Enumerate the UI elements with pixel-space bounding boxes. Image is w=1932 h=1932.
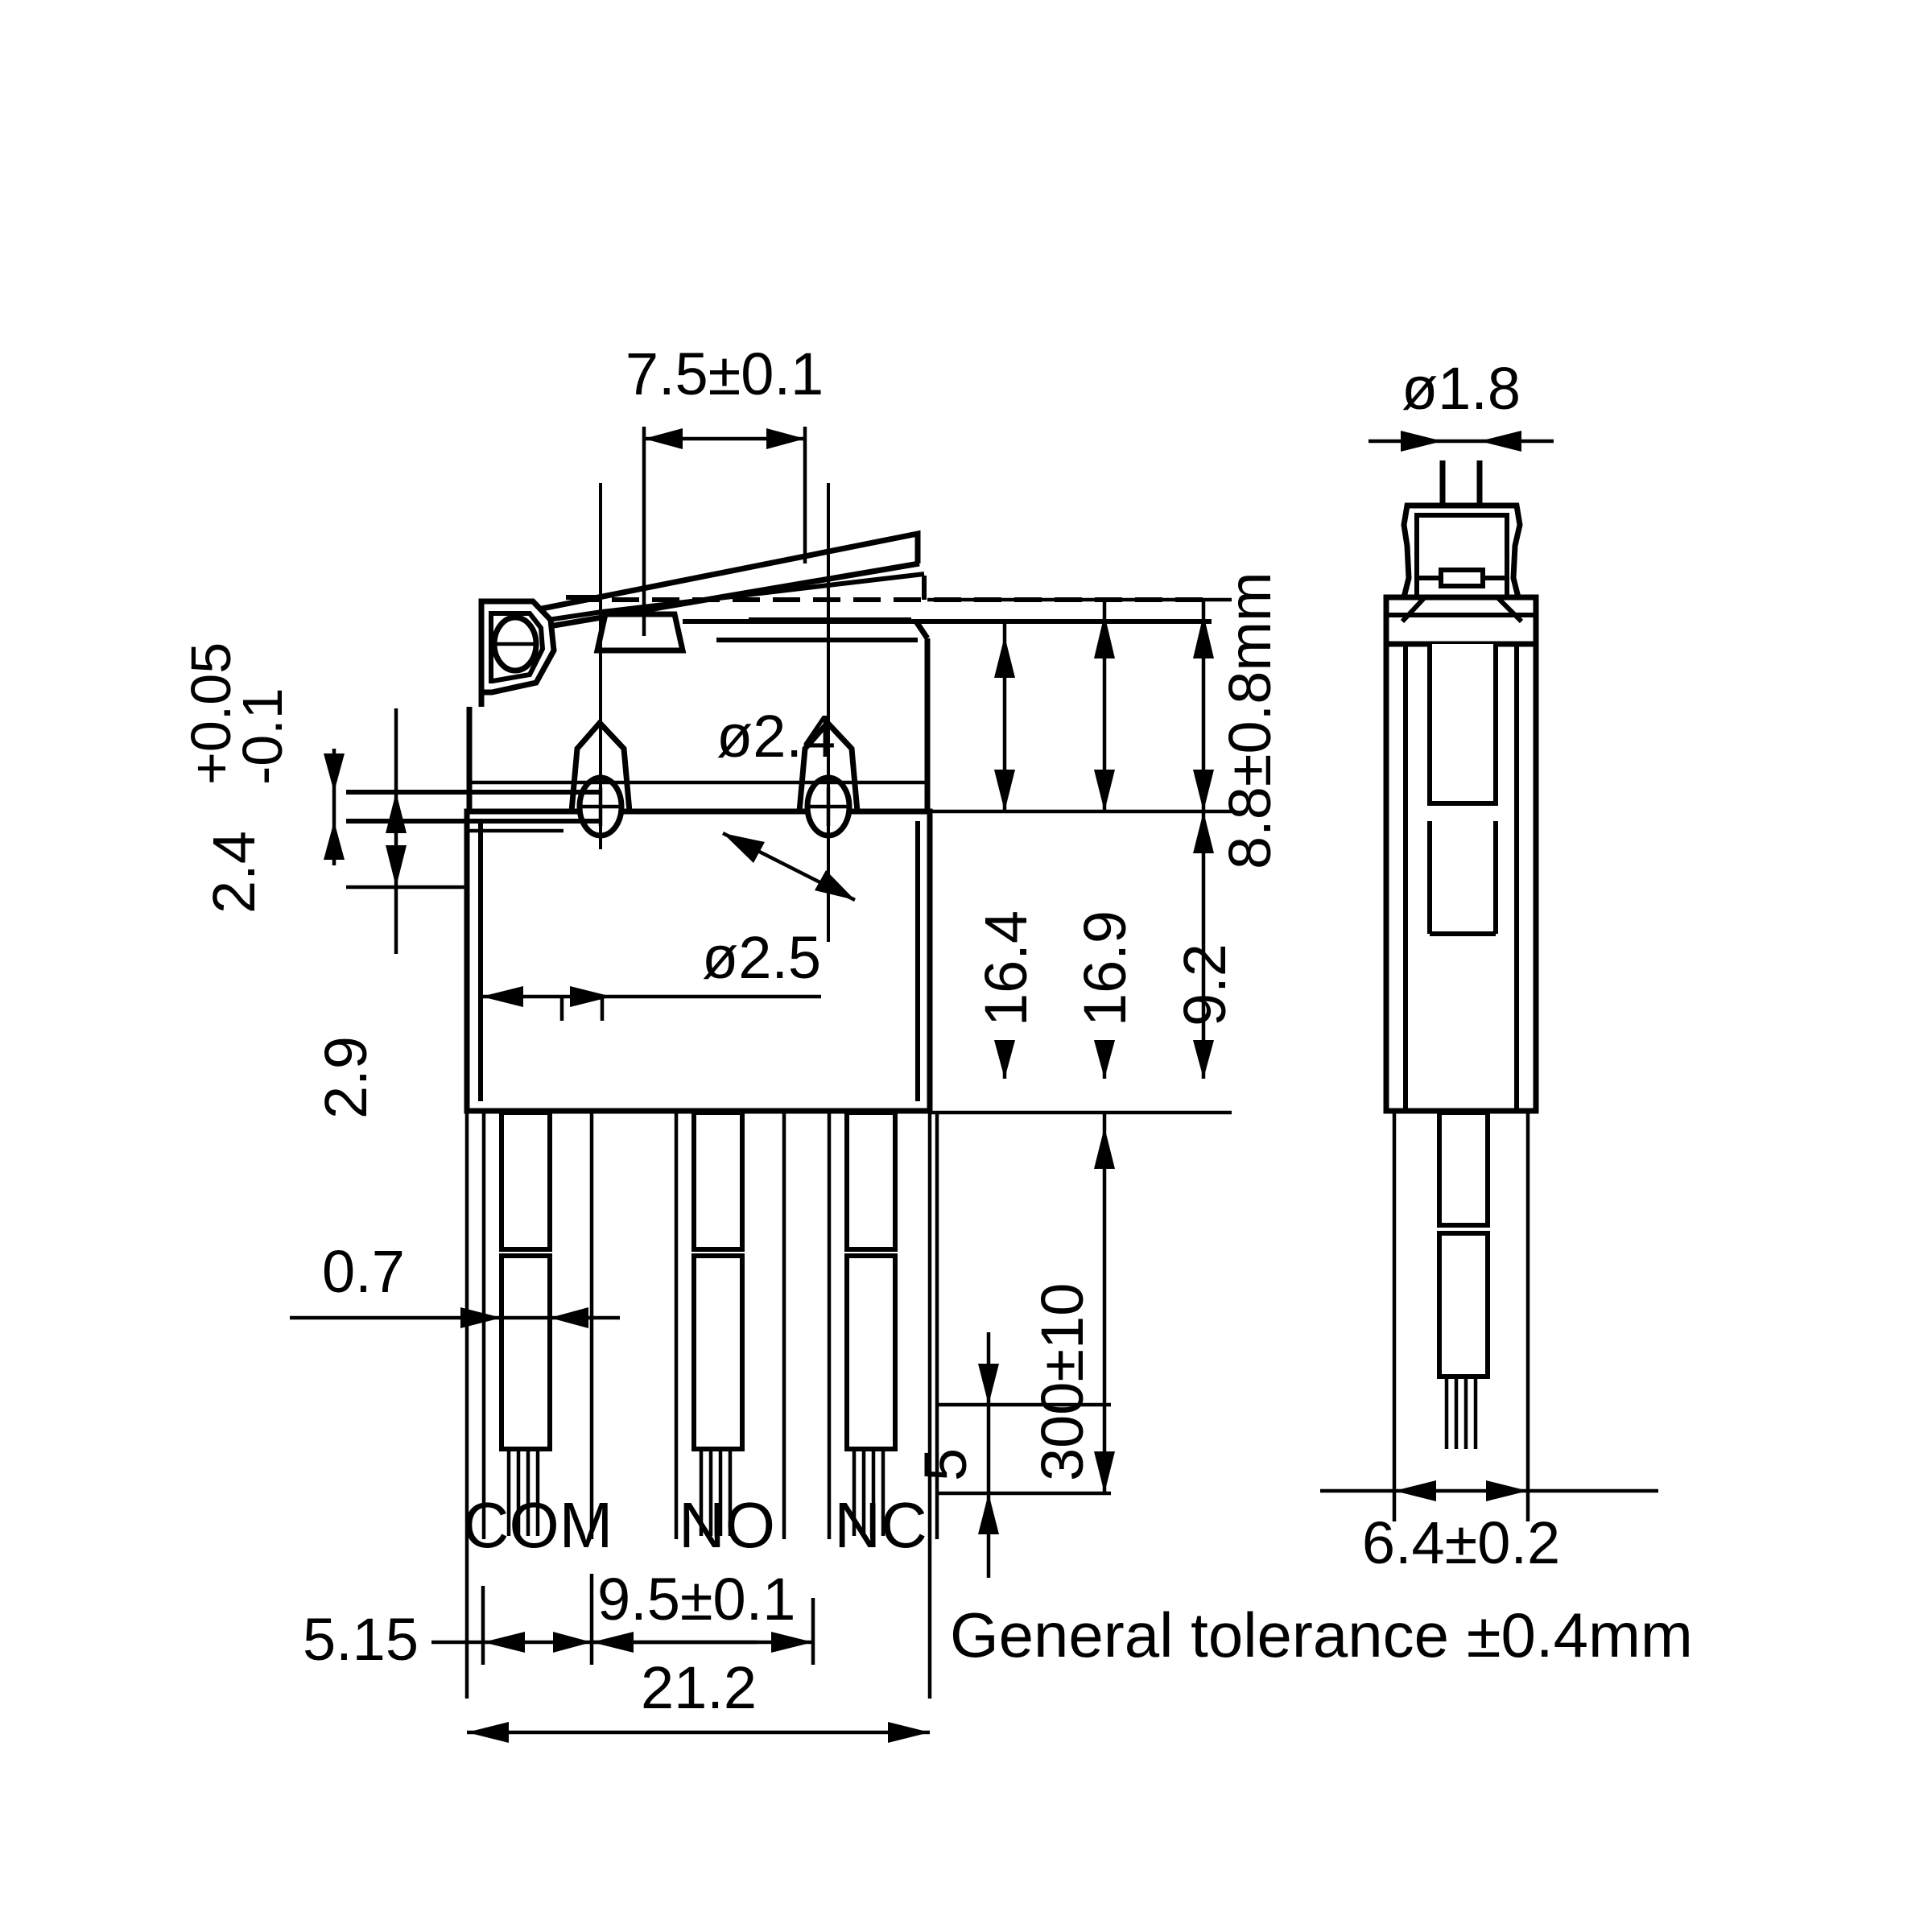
side-body (1383, 641, 1539, 1114)
dim-strip-length: 5 (912, 1332, 999, 1578)
dim-label-slot-height: 2.4 (200, 831, 267, 914)
dim-label-plunger-dia: ø1.8 (1402, 355, 1521, 422)
dim-label-wire-length: 300±10 (1029, 1283, 1096, 1481)
dim-label-slot-tol-lower: -0.1 (231, 687, 294, 785)
actuator-button (593, 611, 687, 654)
dim-label-16-4: 16.4 (972, 910, 1039, 1026)
dim-hole-dia-2-4: ø2.4 (716, 703, 857, 902)
dim-plunger-dia: ø1.8 (1368, 355, 1554, 452)
dim-height-16-4: 16.4 (972, 621, 1039, 1079)
front-view (346, 483, 1212, 1699)
dim-stack-right: 16.4 16.9 9.2 8.8±0.8mm 300±10 (912, 572, 1283, 1578)
dim-offset-2-9: 2.9 (312, 708, 467, 1119)
dim-hole-dia-2-5: ø2.5 (481, 924, 821, 1021)
front-extension-lines (464, 1111, 932, 1699)
dim-label-offset-2-9: 2.9 (312, 1036, 379, 1119)
dim-label-pitch: 9.5±0.1 (597, 1566, 795, 1633)
side-plunger-housing (1383, 502, 1539, 647)
dim-label-strip-length: 5 (912, 1448, 979, 1481)
dim-label-16-9: 16.9 (1071, 910, 1138, 1026)
pivot-bracket (478, 598, 557, 707)
dim-terminal-width: 0.7 (290, 1238, 620, 1328)
general-tolerance-note: General tolerance ±0.4mm (950, 1600, 1693, 1670)
terminal-label-no: NO (679, 1489, 775, 1561)
dim-height-9-2: 9.2 (1171, 600, 1238, 1079)
switch-housing-body (464, 620, 933, 1114)
dim-wire-length: 300±10 (1029, 1113, 1115, 1493)
terminal-nc (827, 1110, 939, 1539)
dim-bottom-group: 5.15 9.5±0.1 21.2 (303, 1566, 930, 1743)
dim-slot-height: 2.4 +0.05 -0.1 (180, 642, 345, 914)
side-wire (1392, 1110, 1530, 1521)
terminal-label-nc: NC (834, 1489, 927, 1561)
terminal-no (674, 1110, 786, 1539)
terminal-com (481, 1110, 594, 1539)
slot-reference-lines (346, 780, 930, 833)
dim-height-16-9: 16.9 (1071, 600, 1138, 1079)
dim-label-operating-height: 8.8±0.8mm (1216, 572, 1283, 869)
dim-label-9-2: 9.2 (1171, 943, 1238, 1026)
dim-label-slot-tol-upper: +0.05 (180, 642, 242, 785)
dim-label-lever-width: 7.5±0.1 (625, 341, 824, 407)
dim-side-width: 6.4±0.2 (1320, 1480, 1658, 1576)
dim-label-side-width: 6.4±0.2 (1362, 1509, 1560, 1576)
dim-label-body-width: 21.2 (641, 1654, 757, 1721)
terminal-label-com: COM (463, 1489, 613, 1561)
dim-label-terminal-width: 0.7 (322, 1238, 405, 1305)
mounting-hole-right (796, 483, 861, 942)
dim-lever-width: 7.5±0.1 (625, 341, 824, 636)
dim-label-edge-offset: 5.15 (303, 1606, 419, 1673)
mounting-hole-left (568, 483, 633, 849)
dim-label-hole-dia-2-5: ø2.5 (702, 924, 821, 991)
dim-label-hole-dia-2-4: ø2.4 (716, 703, 836, 770)
side-view (1383, 460, 1539, 1521)
